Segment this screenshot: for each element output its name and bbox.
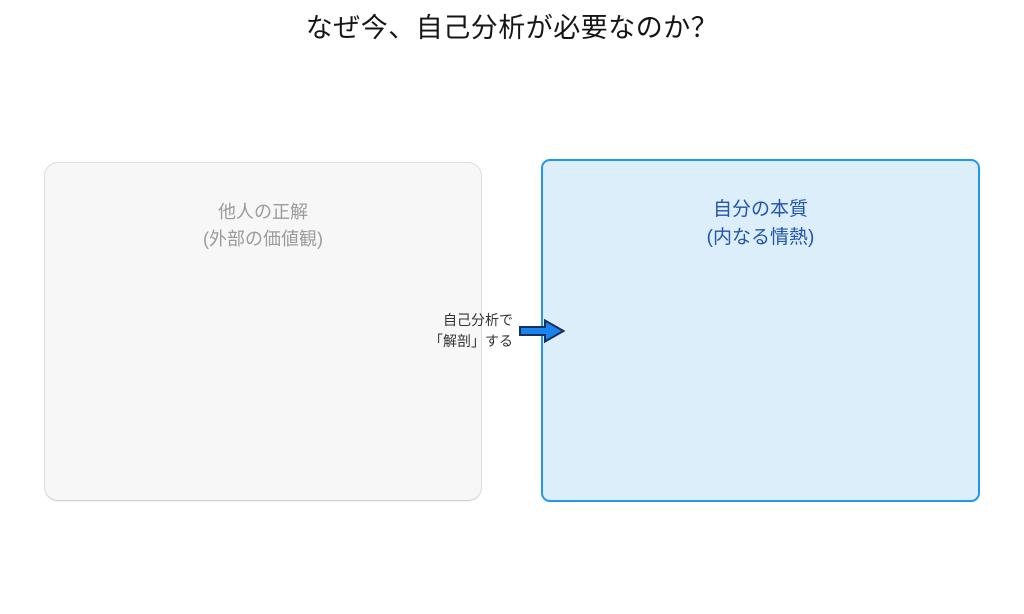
concept-box-inner-essence-label: 自分の本質 (内なる情熱)	[706, 199, 815, 248]
page-title: なぜ今、自己分析が必要なのか？	[305, 13, 719, 43]
connector-label: 自己分析で 「解剖」する	[429, 312, 513, 349]
concept-box-external-values: 他人の正解 (外部の価値観)	[44, 162, 482, 501]
concept-box-external-values-label: 他人の正解 (外部の価値観)	[203, 202, 323, 249]
concept-box-inner-essence: 自分の本質 (内なる情熱)	[541, 159, 980, 502]
right-arrow-icon	[519, 318, 566, 344]
